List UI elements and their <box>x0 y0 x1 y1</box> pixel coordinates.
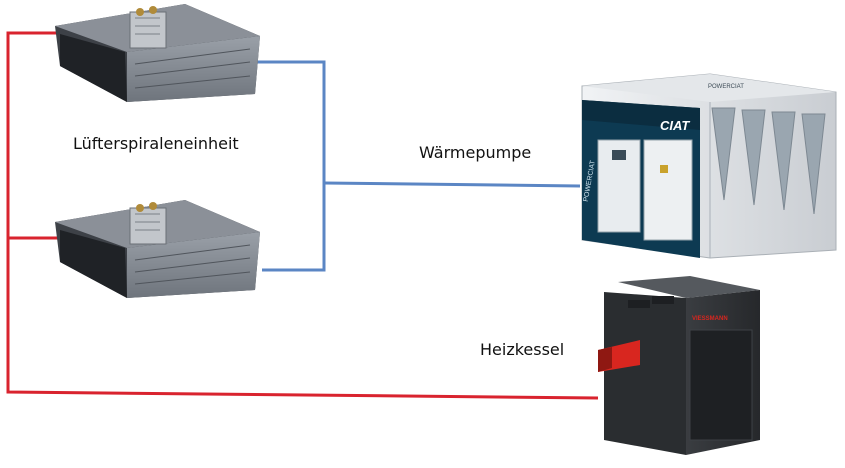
fan-coil-icon <box>55 4 260 102</box>
boiler-logo: VIESSMANN <box>692 316 728 322</box>
cold-water-pipe <box>255 60 581 272</box>
heat-pump-icon: CIAT POWERCIAT POWERCIAT <box>581 73 837 259</box>
boiler-label: Heizkessel <box>480 340 565 359</box>
heat-pump-label: Wärmepumpe <box>419 143 532 162</box>
heat-pump-top-label: POWERCIAT <box>708 84 744 90</box>
heat-pump-brand: CIAT <box>660 118 690 133</box>
fan-coil-label: Lüfterspiraleneinheit <box>73 134 239 153</box>
fan-coil-icon <box>55 200 260 298</box>
boiler-icon: VIESSMANN <box>598 276 760 455</box>
hot-water-pipe <box>6 31 599 400</box>
